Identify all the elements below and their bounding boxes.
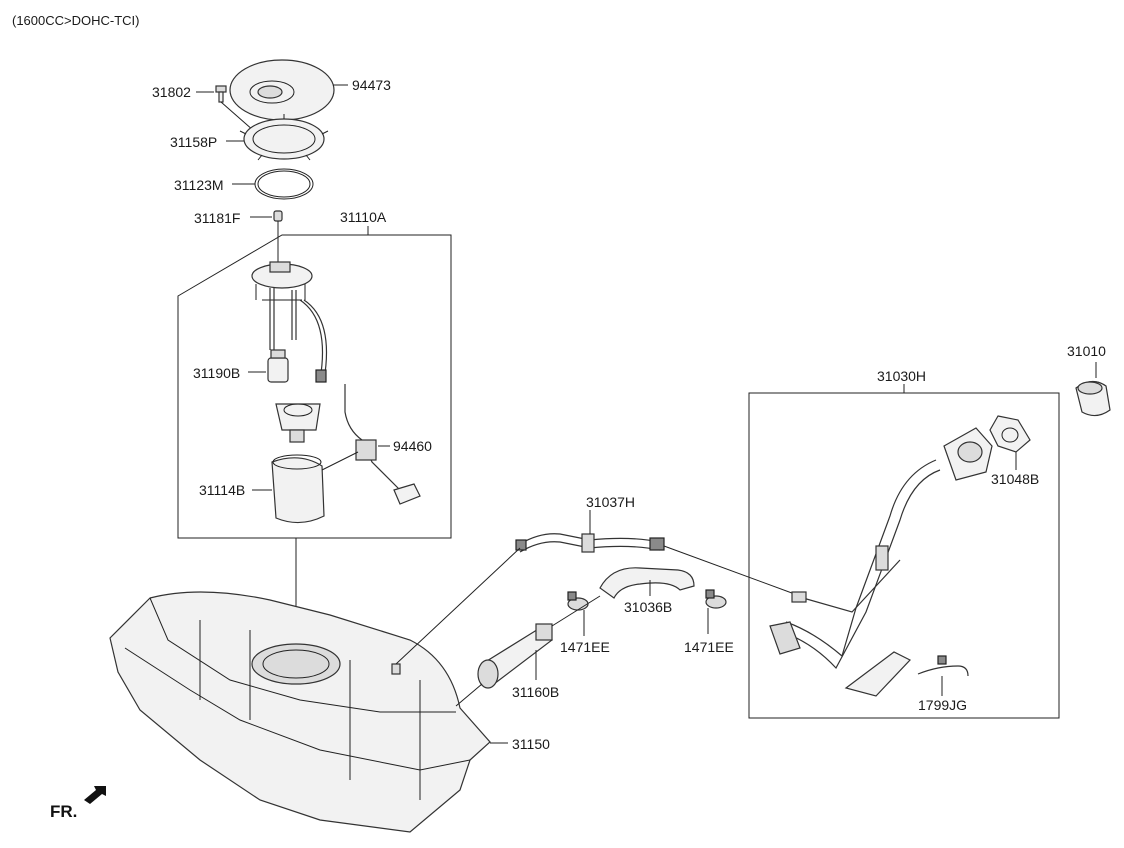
part-label-31160B: 31160B: [512, 684, 559, 700]
part-label-1471EE-b: 1471EE: [684, 639, 734, 655]
reservoir-cup-31114B: [271, 451, 359, 524]
part-label-94460: 94460: [393, 438, 432, 454]
part-label-94473: 94473: [352, 77, 391, 93]
filler-hose-31036B: [599, 567, 695, 599]
filter-31190B: [267, 349, 289, 383]
part-label-1799JG: 1799JG: [918, 697, 967, 713]
valve-31181F: [273, 210, 283, 262]
part-label-31190B: 31190B: [193, 365, 240, 381]
part-label-31150: 31150: [512, 736, 550, 752]
part-label-31030H: 31030H: [877, 368, 926, 384]
pump-module-flange: [251, 261, 327, 383]
band-strap-1799JG: [917, 655, 969, 677]
front-direction-label: FR.: [50, 802, 77, 821]
pump-assembly-box-31110A: [177, 234, 452, 539]
hose-clamp-a-1471EE: [567, 591, 589, 611]
part-label-1471EE-a: 1471EE: [560, 639, 610, 655]
filler-pipe-31160B: [455, 595, 601, 707]
part-label-31114B: 31114B: [199, 482, 245, 498]
part-label-31110A: 31110A: [340, 209, 387, 225]
part-label-31010: 31010: [1067, 343, 1106, 359]
part-label-31158P: 31158P: [170, 134, 217, 150]
front-arrow-icon: [84, 786, 106, 804]
part-label-31802: 31802: [152, 84, 191, 100]
part-label-31181F: 31181F: [194, 210, 240, 226]
lock-ring-31158P: [239, 114, 329, 161]
filler-gasket-31048B: [989, 415, 1031, 453]
hose-clamp-b-1471EE: [705, 589, 727, 609]
part-label-31048B: 31048B: [991, 471, 1039, 487]
part-label-31037H: 31037H: [586, 494, 635, 510]
pump-bracket: [275, 403, 321, 443]
fuel-sender-94460: [344, 384, 421, 505]
fuel-tank-31150: [109, 591, 491, 833]
part-label-31036B: 31036B: [624, 599, 672, 615]
gasket-31123M: [254, 168, 314, 200]
filler-neck-pipe: [769, 427, 993, 697]
bolt-31802: [215, 85, 227, 103]
engine-spec-header: (1600CC>DOHC-TCI): [12, 13, 140, 28]
fuel-cap-31010: [1075, 380, 1111, 417]
part-label-31123M: 31123M: [174, 177, 224, 193]
vent-hose-31037H: [395, 533, 801, 665]
cover-plate-94473: [229, 59, 335, 121]
